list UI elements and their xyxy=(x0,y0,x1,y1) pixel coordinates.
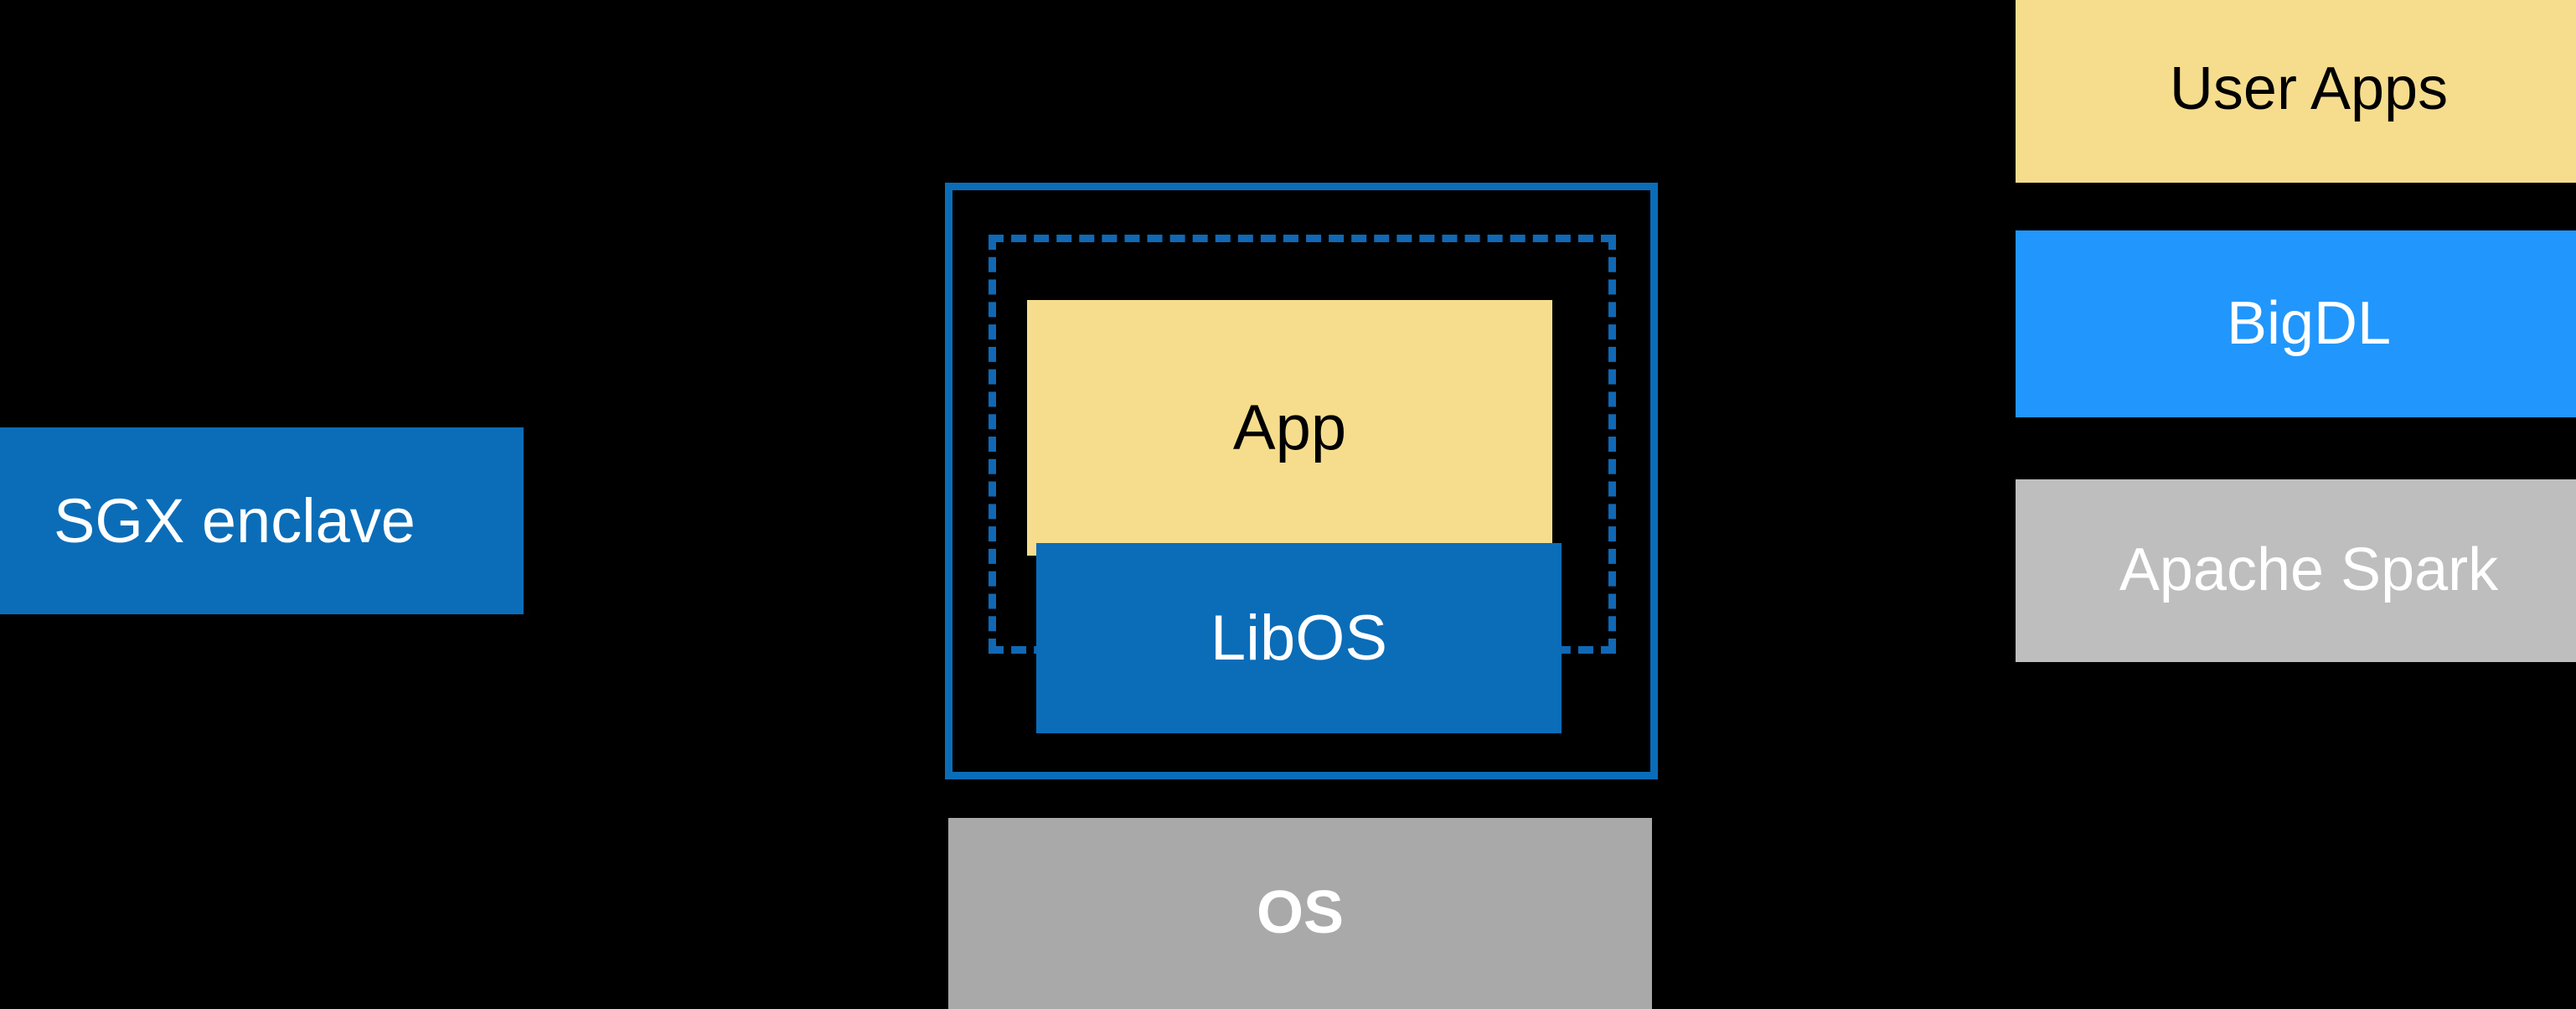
bigdl-box[interactable]: BigDL xyxy=(2016,230,2576,417)
user-apps-label: User Apps xyxy=(2169,55,2449,123)
libos-box[interactable]: LibOS xyxy=(1036,543,1562,733)
os-box[interactable]: OS xyxy=(948,818,1652,1009)
bigdl-label: BigDL xyxy=(2226,289,2392,357)
libos-label: LibOS xyxy=(1210,602,1388,674)
apache-spark-box[interactable]: Apache Spark xyxy=(2016,479,2576,662)
sgx-enclave-box[interactable]: SGX enclave xyxy=(0,427,524,614)
app-label: App xyxy=(1232,391,1347,463)
app-box[interactable]: App xyxy=(1027,300,1552,556)
apache-spark-label: Apache Spark xyxy=(2119,536,2499,604)
enclave-frame[interactable] xyxy=(945,183,1658,779)
user-apps-box[interactable]: User Apps xyxy=(2016,0,2576,183)
os-label: OS xyxy=(1256,879,1345,947)
sgx-enclave-label: SGX enclave xyxy=(54,485,416,556)
